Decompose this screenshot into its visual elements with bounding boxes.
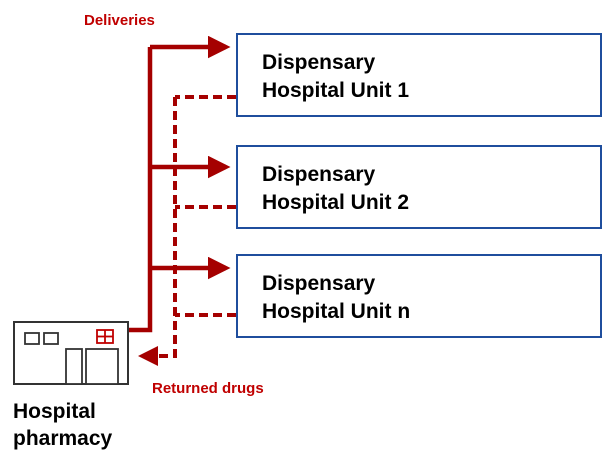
dispensary-unit-1: Dispensary Hospital Unit 1 xyxy=(236,33,602,117)
returned-drugs-label: Returned drugs xyxy=(152,380,264,397)
pharmacy-building-icon xyxy=(13,321,129,385)
dispensary-unit-2: Dispensary Hospital Unit 2 xyxy=(236,145,602,229)
delivery-trunk xyxy=(128,47,153,333)
unit-2-line-2: Hospital Unit 2 xyxy=(262,191,410,214)
dispensary-unit-n: Dispensary Hospital Unit n xyxy=(236,254,602,338)
return-trunk xyxy=(138,97,177,366)
unit-n-line-1: Dispensary xyxy=(262,272,376,295)
deliveries-label: Deliveries xyxy=(84,12,155,29)
pharmacy-line-1: Hospital xyxy=(13,400,96,423)
hospital-pharmacy-label: Hospital pharmacy xyxy=(13,398,112,452)
unit-2-line-1: Dispensary xyxy=(262,163,376,186)
unit-1-line-1: Dispensary xyxy=(262,51,376,74)
unit-n-line-2: Hospital Unit n xyxy=(262,300,411,323)
unit-1-line-2: Hospital Unit 1 xyxy=(262,79,410,102)
pharmacy-line-2: pharmacy xyxy=(13,427,113,450)
